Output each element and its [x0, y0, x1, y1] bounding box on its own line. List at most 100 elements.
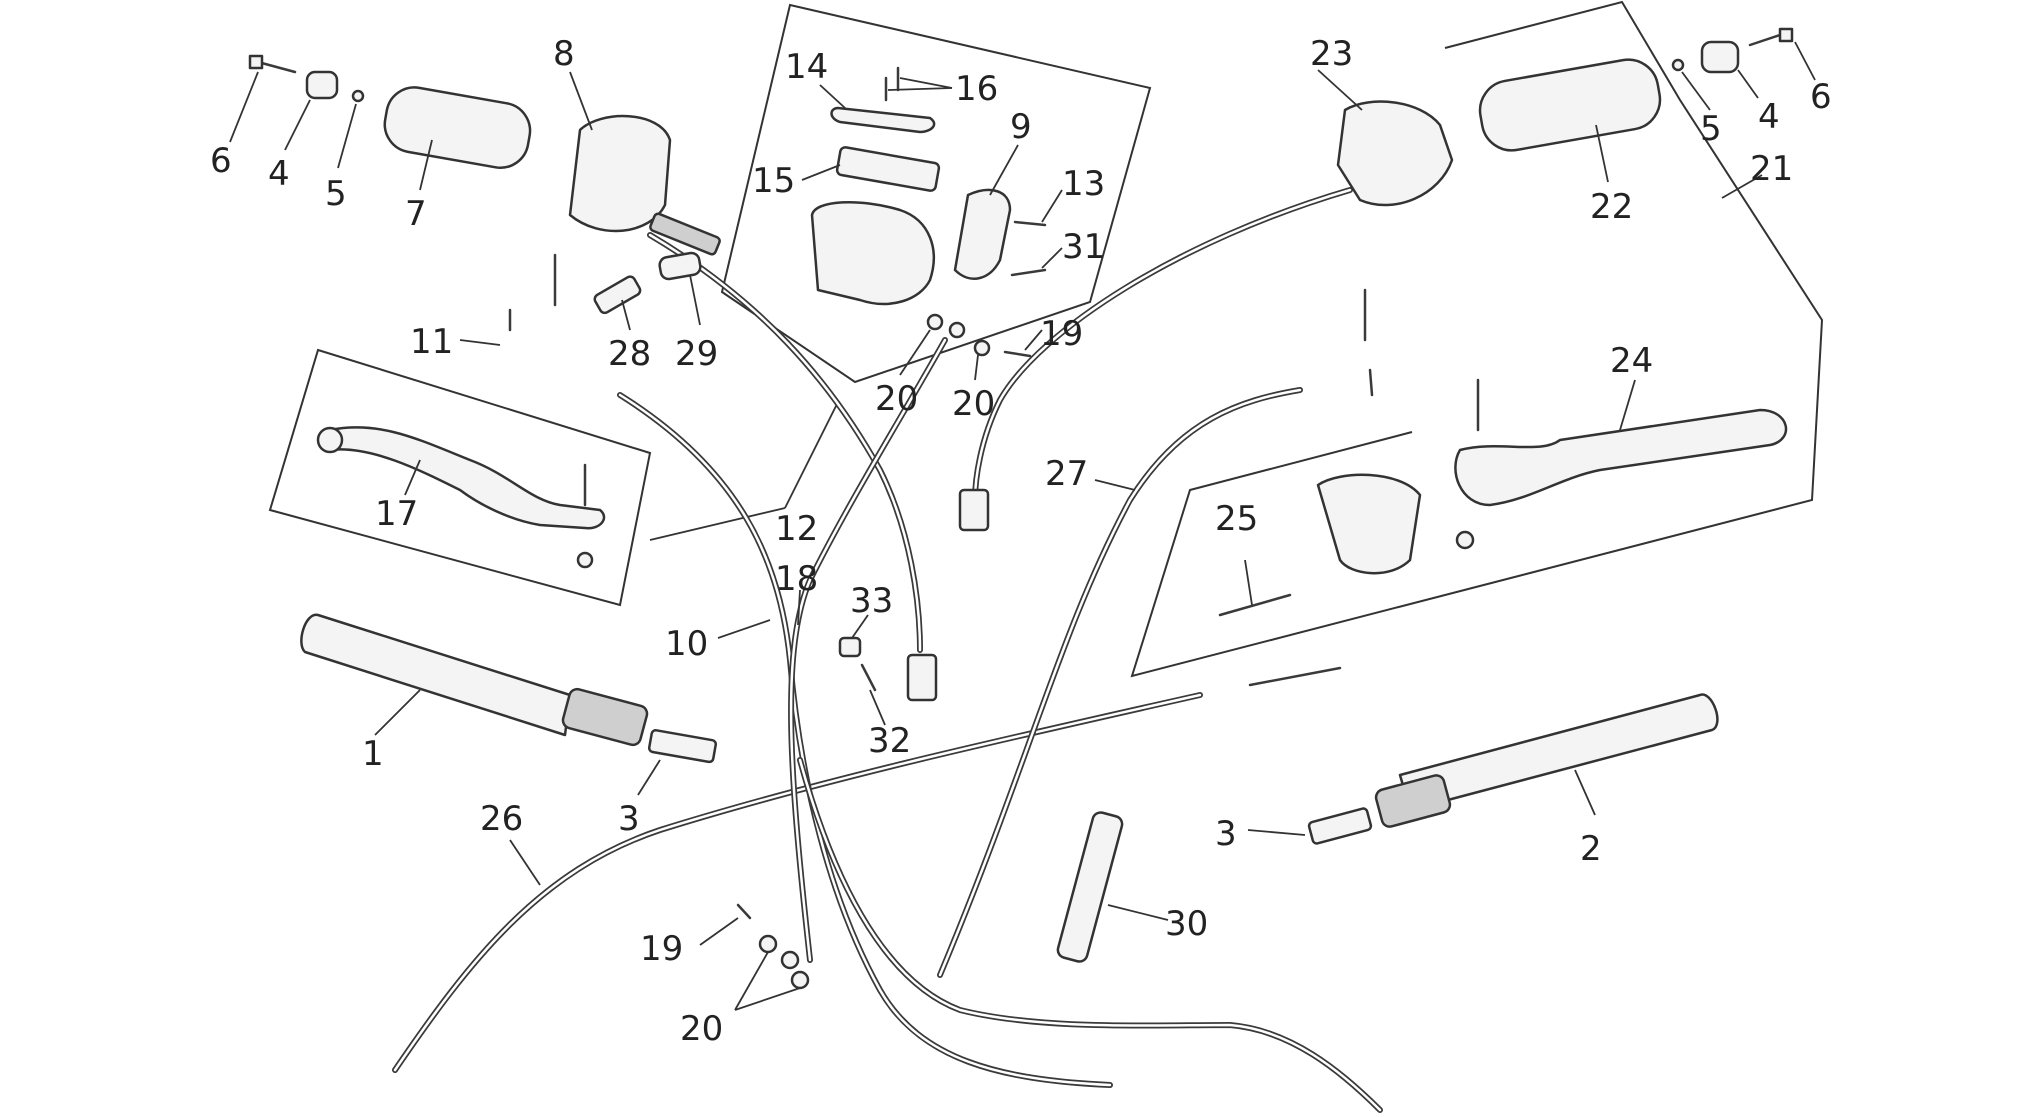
- leader-7: [419, 139, 433, 191]
- leader-17: [404, 459, 421, 496]
- fitting-33: [838, 636, 862, 658]
- bar-end-4-left: [305, 70, 339, 100]
- callout-11: 11: [410, 322, 453, 362]
- screw-32: [860, 663, 877, 692]
- callout-20-left: 20: [875, 379, 918, 419]
- leader-26: [509, 839, 541, 886]
- callout-29: 29: [675, 334, 718, 374]
- brake-lever-24: [1454, 408, 1788, 507]
- callout-5-right: 5: [1700, 109, 1722, 149]
- leader-4a: [284, 99, 311, 151]
- leader-19a: [1024, 329, 1043, 351]
- callout-6-left: 6: [210, 141, 232, 181]
- left-parts: [248, 54, 721, 764]
- bolt-3-left: [647, 728, 718, 764]
- leader-8: [569, 71, 593, 131]
- leader-30: [1107, 904, 1169, 921]
- left-switch-8: [568, 114, 672, 233]
- group-12-leader-b: [784, 401, 839, 509]
- grip-7: [383, 86, 532, 169]
- leader-6b: [1794, 41, 1816, 81]
- left-switch-8-connector: [649, 212, 721, 256]
- leader-5a: [337, 103, 357, 169]
- callout-31: 31: [1062, 227, 1105, 267]
- callout-13: 13: [1062, 164, 1105, 204]
- callout-24: 24: [1610, 341, 1653, 381]
- callout-labels: 1 2 3 3 4 4 5 5 6 6 7 8 9 10 11 12 13 14…: [210, 34, 1832, 1049]
- callout-4-right: 4: [1758, 97, 1780, 137]
- hose-18-core: [789, 338, 947, 962]
- callout-12: 12: [775, 509, 818, 549]
- leader-21: [1721, 174, 1763, 199]
- washer-20c: [973, 339, 991, 357]
- leader-24: [1619, 379, 1636, 431]
- leader-19b: [699, 917, 739, 946]
- leader-9: [989, 144, 1019, 196]
- switch-28: [593, 275, 642, 315]
- leader-18: [797, 589, 801, 626]
- connector-12-end: [906, 653, 938, 702]
- callout-27: 27: [1045, 454, 1088, 494]
- leader-20b: [974, 354, 979, 381]
- switch-cable-23-core: [973, 188, 1352, 502]
- leader-20c: [734, 951, 769, 1011]
- leader-32: [869, 689, 886, 726]
- callout-10: 10: [665, 624, 708, 664]
- screw-6-right: [1748, 33, 1782, 47]
- callout-3-right: 3: [1215, 814, 1237, 854]
- leader-6a: [229, 71, 259, 143]
- cable-27-core: [938, 388, 1302, 977]
- leader-25: [1244, 559, 1253, 606]
- bolt-19-top: [1003, 350, 1032, 358]
- leader-4b: [1737, 69, 1759, 99]
- leader-23: [1317, 69, 1363, 111]
- callout-14: 14: [785, 47, 828, 87]
- connector-23-end: [958, 488, 990, 532]
- washer-20d: [758, 934, 778, 954]
- grip-22: [1478, 58, 1662, 152]
- clutch-lever-group-frame: [268, 348, 652, 607]
- right-switch-23: [1336, 100, 1454, 207]
- callout-4-left: 4: [268, 154, 290, 194]
- cap-14: [830, 106, 936, 134]
- leader-22: [1595, 124, 1609, 183]
- leader-3a: [637, 759, 661, 796]
- screw-13: [1013, 220, 1047, 227]
- bolt-19-bottom: [736, 903, 752, 920]
- callout-1: 1: [362, 734, 384, 774]
- harness-12-core: [648, 233, 922, 652]
- screw-right-small: [1368, 368, 1374, 397]
- leader-29: [689, 274, 701, 326]
- fittings: [736, 313, 1032, 990]
- leader-28: [621, 299, 631, 331]
- callout-16: 16: [955, 69, 998, 109]
- brake-lever-24-nut: [1455, 530, 1475, 550]
- callout-23: 23: [1310, 34, 1353, 74]
- right-parts: [1056, 27, 1794, 963]
- washer-5-right: [1671, 58, 1685, 72]
- callout-9: 9: [1010, 107, 1032, 147]
- cable-26-end-wire: [1248, 666, 1342, 687]
- gasket-15: [835, 146, 941, 192]
- clamp-9: [953, 188, 1012, 280]
- master-cylinder-body: [810, 200, 935, 306]
- leader-14: [819, 84, 846, 109]
- leader-1: [374, 689, 421, 736]
- callout-19-top: 19: [1040, 314, 1083, 354]
- washer-20a: [926, 313, 944, 331]
- leader-5b: [1681, 71, 1711, 111]
- handlebar-2: [1398, 693, 1719, 812]
- washer-20b: [948, 321, 966, 339]
- screw-6-left: [256, 60, 297, 74]
- housing-25: [1316, 473, 1422, 575]
- bolt-3-right: [1307, 807, 1373, 845]
- clutch-lever-17-pivot: [316, 426, 344, 454]
- callout-22: 22: [1590, 187, 1633, 227]
- leader-20d: [734, 987, 801, 1011]
- callout-32: 32: [868, 721, 911, 761]
- handlebar-2-end: [1374, 774, 1452, 828]
- adjuster-25: [1218, 593, 1292, 617]
- callout-25: 25: [1215, 499, 1258, 539]
- callout-6-right: 6: [1810, 77, 1832, 117]
